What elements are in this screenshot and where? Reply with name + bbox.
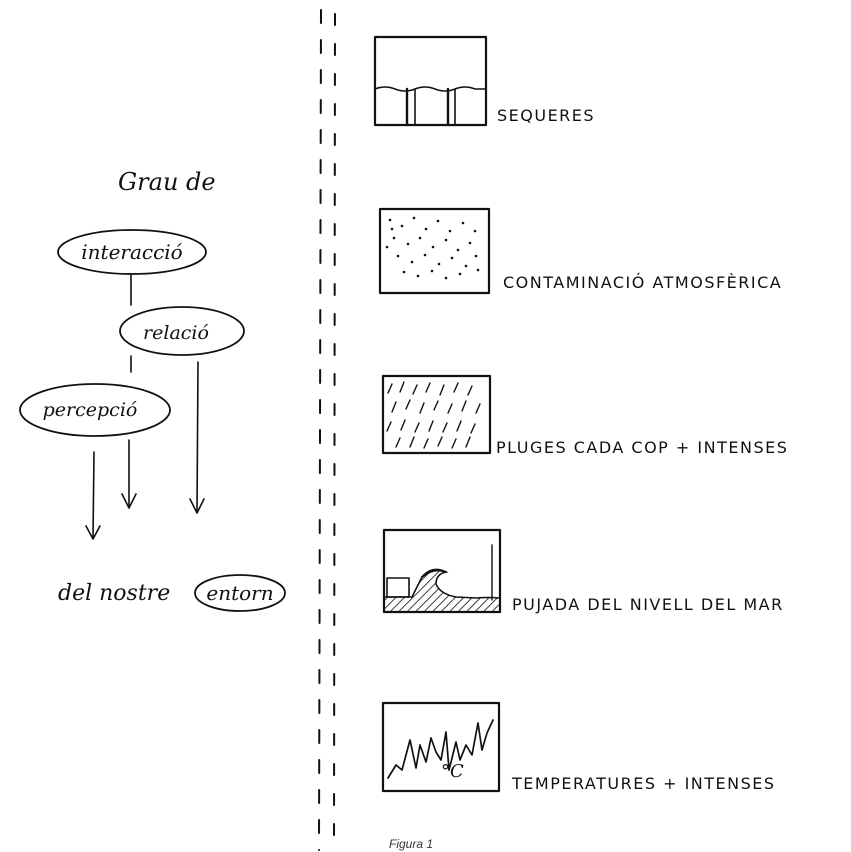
node-interaction-ellipse: [57, 229, 207, 275]
panel-rain-label: PLUGES CADA COP + INTENSES: [496, 438, 788, 457]
node-perception-ellipse: [19, 383, 171, 437]
node-perception-label: percepció: [43, 399, 138, 421]
panel-drought: SEQUERES: [373, 35, 595, 127]
node-relation: relació: [119, 306, 245, 356]
panel-air-pollution: CONTAMINACIÓ ATMOSFÈRICA: [378, 207, 782, 295]
diagram-heading: Grau de: [118, 168, 216, 196]
node-perception: percepció: [19, 383, 171, 437]
sea-level-rise-icon: [382, 528, 502, 614]
panel-rain: PLUGES CADA COP + INTENSES: [381, 374, 788, 457]
rain-icon: [381, 374, 492, 455]
arrow-relation: [189, 361, 205, 514]
diagram-footer-text: del nostre: [58, 581, 170, 606]
node-interaction-label: interacció: [81, 240, 182, 264]
air-pollution-icon: [378, 207, 491, 295]
temperature-icon: °C: [381, 701, 501, 793]
concept-diagram: Grau de interacció relació percepció: [19, 168, 286, 612]
panel-drought-label: SEQUERES: [497, 106, 595, 125]
temperature-unit: °C: [441, 761, 464, 782]
figure-caption: Figura 1: [389, 837, 433, 851]
node-interaction: interacció: [57, 229, 207, 275]
panel-sea-level: PUJADA DEL NIVELL DEL MAR: [382, 528, 784, 614]
footer-circle: [194, 574, 286, 612]
panel-sea-level-label: PUJADA DEL NIVELL DEL MAR: [512, 595, 784, 614]
node-relation-label: relació: [143, 322, 209, 344]
panel-air-pollution-label: CONTAMINACIÓ ATMOSFÈRICA: [503, 273, 782, 292]
drought-icon: [373, 35, 488, 127]
panel-temperature-label: TEMPERATURES + INTENSES: [511, 774, 776, 793]
arrow-interaction: [121, 439, 137, 509]
arrow-perception: [85, 451, 101, 540]
dashed-divider: [318, 9, 336, 851]
node-relation-ellipse: [119, 306, 245, 356]
diagram-footer-circled: entorn: [206, 581, 273, 605]
panel-temperature: °C TEMPERATURES + INTENSES: [381, 701, 776, 793]
